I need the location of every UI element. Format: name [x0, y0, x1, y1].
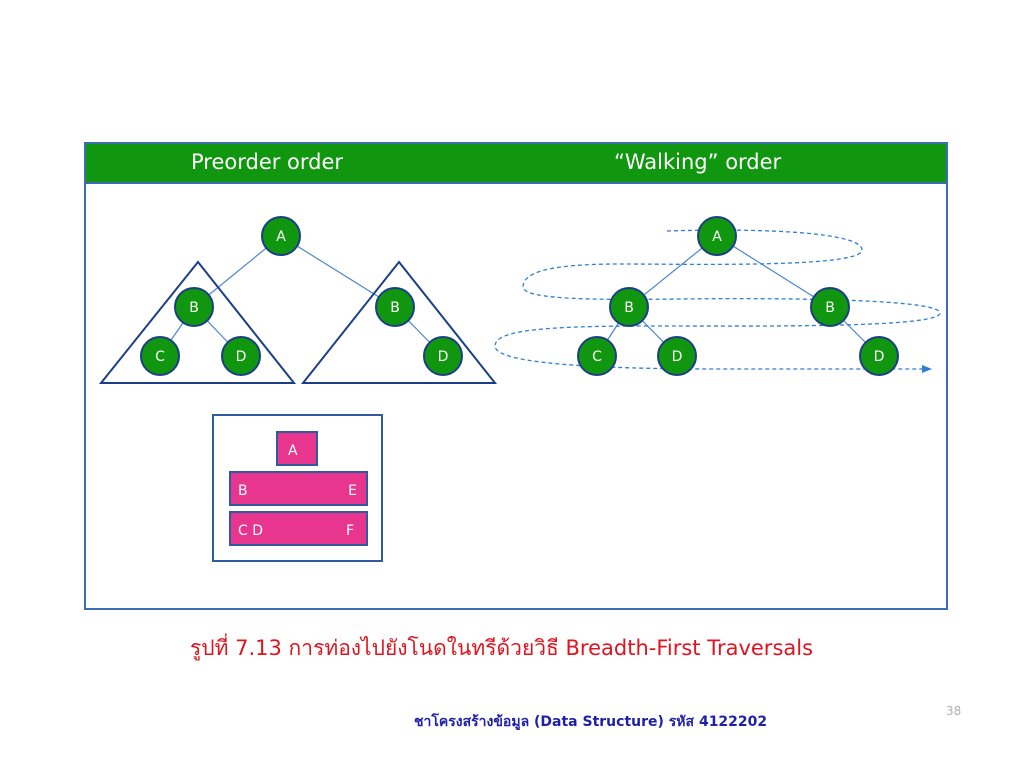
left-edge-a-b2 — [280, 235, 396, 308]
header-title-preorder: Preorder order — [191, 150, 344, 174]
figure-caption: รูปที่ 7.13 การท่องไปยังโนดในทรีด้วยวิธี… — [190, 636, 814, 660]
left-node-b-label: B — [189, 300, 199, 316]
course-footer: ชาโครงสร้างข้อมูล (Data Structure) รหัส … — [414, 714, 768, 730]
right-node-d2-label: D — [874, 349, 885, 365]
right-node-c-label: C — [592, 349, 602, 365]
left-node-d2: D — [423, 336, 463, 376]
left-node-d: D — [221, 336, 261, 376]
right-subtree-triangle — [300, 260, 498, 384]
header-title-walking: “Walking” order — [614, 150, 782, 174]
queue-box-cdf: C D F — [229, 511, 368, 546]
left-node-a: A — [261, 216, 301, 256]
queue-box-a-label: A — [288, 443, 298, 459]
queue-box-cdf-right: F — [346, 523, 354, 539]
left-subtree-triangle — [98, 260, 297, 384]
queue-box-be: B E — [229, 471, 368, 506]
right-node-b-label: B — [624, 300, 634, 316]
right-node-c: C — [577, 336, 617, 376]
right-node-a-label: A — [712, 229, 722, 245]
right-node-b2: B — [810, 287, 850, 327]
right-edge-a-b2 — [716, 235, 831, 308]
left-node-a-label: A — [276, 229, 286, 245]
right-node-a: A — [697, 216, 737, 256]
right-node-d2: D — [859, 336, 899, 376]
left-node-c: C — [140, 336, 180, 376]
left-node-b2: B — [375, 287, 415, 327]
left-node-c-label: C — [155, 349, 165, 365]
queue-box-be-left: B — [238, 483, 248, 499]
left-node-b2-label: B — [390, 300, 400, 316]
header-bar: Preorder order “Walking” order — [86, 144, 946, 184]
right-node-b: B — [609, 287, 649, 327]
right-node-d: D — [657, 336, 697, 376]
page-number: 38 — [946, 704, 962, 718]
right-node-b2-label: B — [825, 300, 835, 316]
left-node-b: B — [174, 287, 214, 327]
queue-box-a: A — [276, 431, 318, 466]
right-node-d-label: D — [672, 349, 683, 365]
queue-box-be-right: E — [348, 483, 357, 499]
left-node-d-label: D — [236, 349, 247, 365]
queue-box-cdf-left: C D — [238, 523, 263, 539]
left-node-d2-label: D — [438, 349, 449, 365]
